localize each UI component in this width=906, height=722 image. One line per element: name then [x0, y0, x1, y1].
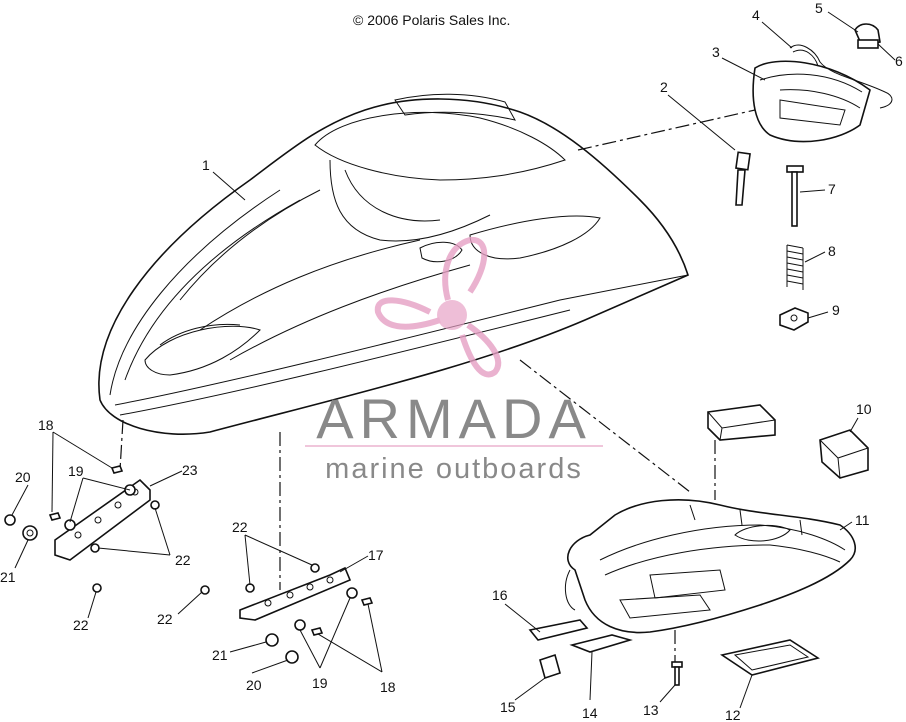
callout-5: 5 — [815, 0, 823, 16]
callout-20-right: 20 — [246, 677, 262, 693]
decal-part-15 — [539, 653, 561, 680]
watermark: ARMADA marine outboards — [305, 237, 603, 485]
callout-3: 3 — [712, 44, 720, 60]
callout-20-left: 20 — [15, 469, 31, 485]
callout-13: 13 — [643, 702, 659, 718]
callout-18-right: 18 — [380, 679, 396, 695]
callout-21-left: 21 — [0, 569, 16, 585]
callout-9: 9 — [832, 302, 840, 318]
callout-12: 12 — [725, 707, 741, 722]
brand-tagline: marine outboards — [325, 453, 583, 485]
decal-part-16 — [528, 619, 589, 641]
callout-6: 6 — [895, 53, 903, 69]
callout-8: 8 — [828, 243, 836, 259]
callout-15: 15 — [500, 699, 516, 715]
copyright-text: © 2006 Polaris Sales Inc. — [353, 12, 510, 28]
decal-part-14 — [569, 634, 633, 653]
callout-19-right: 19 — [312, 675, 328, 691]
callout-2: 2 — [660, 79, 668, 95]
callout-7: 7 — [828, 181, 836, 197]
callout-17: 17 — [368, 547, 384, 563]
leader-lines — [11, 11, 896, 709]
callout-11: 11 — [855, 512, 870, 528]
screen-part-12 — [719, 639, 820, 676]
foam-block-part-10b — [819, 429, 869, 479]
spring-part-8 — [786, 244, 804, 290]
callout-22-c: 22 — [232, 519, 248, 535]
callout-1: 1 — [202, 157, 210, 173]
callout-23: 23 — [182, 462, 198, 478]
bracket-part-17 — [239, 566, 352, 621]
adjuster-part-2 — [735, 151, 751, 206]
headlight-bulb-part-5 — [854, 23, 881, 49]
callout-22-a: 22 — [175, 552, 191, 568]
bolt-part-7 — [786, 165, 804, 227]
nut-part-9 — [779, 307, 809, 331]
foam-block-part-10a — [707, 404, 776, 441]
headlight-housing-part-3 — [752, 60, 871, 143]
brand-wordmark: ARMADA — [316, 387, 592, 450]
callout-21-right: 21 — [212, 647, 228, 663]
screw-part-13 — [671, 661, 683, 686]
callout-16: 16 — [492, 587, 508, 603]
headlight-wire-part-4 — [789, 44, 893, 109]
assembly-lines — [119, 109, 756, 662]
callout-22-d: 22 — [157, 611, 173, 627]
callout-10: 10 — [856, 401, 872, 417]
callout-22-b: 22 — [73, 617, 89, 633]
callout-14: 14 — [582, 705, 598, 721]
callout-19-left: 19 — [68, 463, 84, 479]
callout-18-left: 18 — [38, 417, 54, 433]
propeller-logo — [374, 237, 502, 378]
hood-part-1 — [98, 93, 689, 435]
callout-4: 4 — [752, 7, 760, 23]
hardware-right — [200, 563, 374, 664]
belly-pan-part-11 — [564, 499, 856, 634]
